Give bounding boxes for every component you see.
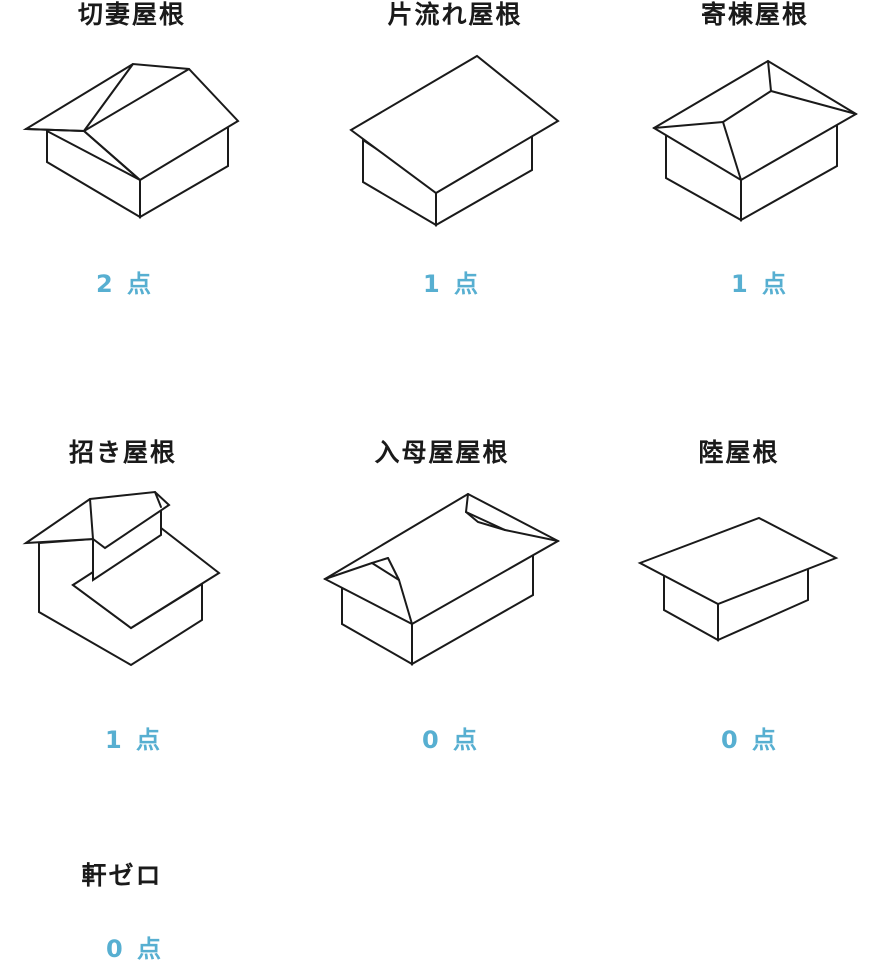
roof-score-flat: 0 点: [720, 726, 780, 754]
roof-score-hip: 1 点: [730, 270, 790, 298]
roof-score-noki-zero: 0 点: [105, 935, 165, 963]
roof-score-shed: 1 点: [422, 270, 482, 298]
roof-title-shed: 片流れ屋根: [387, 0, 523, 29]
roof-title-hip: 寄棟屋根: [700, 0, 810, 29]
roof-score-maneki: 1 点: [104, 726, 164, 754]
roof-score-irimoya: 0 点: [421, 726, 481, 754]
roof-title-gable: 切妻屋根: [77, 0, 187, 29]
roof-title-irimoya: 入母屋屋根: [374, 438, 510, 467]
roof-title-flat: 陸屋根: [698, 438, 780, 467]
roof-title-maneki: 招き屋根: [68, 438, 178, 467]
roof-title-noki-zero: 軒ゼロ: [81, 861, 163, 890]
roof-score-gable: 2 点: [95, 270, 155, 298]
